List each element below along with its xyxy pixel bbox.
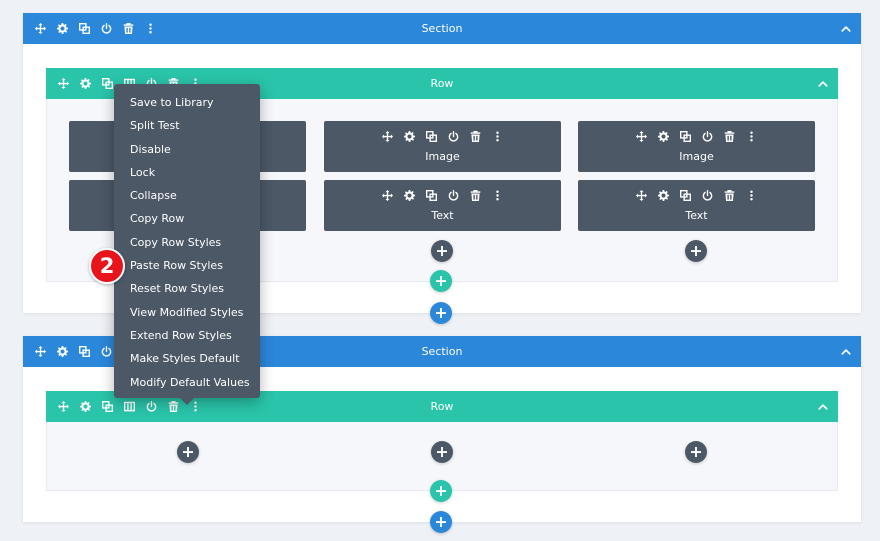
move-icon[interactable] bbox=[380, 188, 395, 203]
gear-icon[interactable] bbox=[656, 129, 671, 144]
trash-icon[interactable] bbox=[722, 188, 737, 203]
menu-pointer bbox=[180, 398, 194, 405]
step-badge: 2 bbox=[89, 248, 125, 284]
add-module-button[interactable] bbox=[685, 441, 707, 463]
move-icon[interactable] bbox=[634, 188, 649, 203]
add-row-button[interactable] bbox=[430, 270, 452, 292]
add-module-button[interactable] bbox=[685, 240, 707, 262]
plus-icon bbox=[436, 308, 446, 318]
module-toolbar bbox=[578, 188, 815, 203]
plus-icon bbox=[436, 276, 446, 286]
section-title: Section bbox=[421, 345, 463, 358]
menu-item-copy-row[interactable]: Copy Row bbox=[130, 212, 185, 226]
menu-item-lock[interactable]: Lock bbox=[130, 165, 156, 179]
duplicate-icon[interactable] bbox=[424, 129, 439, 144]
menu-item-extend-row-styles[interactable]: Extend Row Styles bbox=[130, 328, 232, 342]
gear-icon[interactable] bbox=[656, 188, 671, 203]
menu-item-disable[interactable]: Disable bbox=[130, 142, 171, 156]
row-context-menu: Save to Library Split Test Disable Lock … bbox=[114, 84, 260, 405]
trash-icon[interactable] bbox=[468, 188, 483, 203]
power-icon[interactable] bbox=[700, 188, 715, 203]
chevron-up-icon[interactable] bbox=[841, 336, 851, 367]
module-toolbar bbox=[324, 129, 561, 144]
power-icon[interactable] bbox=[446, 188, 461, 203]
chevron-up-icon[interactable] bbox=[818, 68, 828, 99]
add-module-button[interactable] bbox=[431, 441, 453, 463]
menu-item-modify-default-values[interactable]: Modify Default Values bbox=[130, 375, 250, 389]
module-toolbar bbox=[578, 129, 815, 144]
module-image[interactable]: Image bbox=[578, 121, 815, 172]
add-row-button[interactable] bbox=[430, 480, 452, 502]
menu-item-view-modified-styles[interactable]: View Modified Styles bbox=[130, 305, 244, 319]
more-icon[interactable] bbox=[490, 188, 505, 203]
section-title: Section bbox=[421, 22, 463, 35]
plus-icon bbox=[691, 447, 701, 457]
more-icon[interactable] bbox=[744, 129, 759, 144]
gear-icon[interactable] bbox=[402, 188, 417, 203]
add-module-button[interactable] bbox=[431, 240, 453, 262]
add-module-button[interactable] bbox=[177, 441, 199, 463]
module-text[interactable]: Text bbox=[324, 180, 561, 231]
more-icon[interactable] bbox=[744, 188, 759, 203]
menu-item-paste-row-styles[interactable]: Paste Row Styles bbox=[130, 259, 223, 273]
module-label: Image bbox=[679, 150, 714, 163]
menu-item-make-styles-default[interactable]: Make Styles Default bbox=[130, 352, 240, 366]
move-icon[interactable] bbox=[634, 129, 649, 144]
menu-item-save-to-library[interactable]: Save to Library bbox=[130, 96, 214, 109]
module-label: Text bbox=[685, 209, 708, 222]
move-icon[interactable] bbox=[380, 129, 395, 144]
duplicate-icon[interactable] bbox=[678, 188, 693, 203]
module-label: Text bbox=[431, 209, 454, 222]
row-title: Row bbox=[430, 77, 454, 90]
section-header[interactable]: Section bbox=[23, 13, 861, 44]
menu-item-split-test[interactable]: Split Test bbox=[130, 119, 180, 133]
add-section-button[interactable] bbox=[430, 511, 452, 533]
gear-icon[interactable] bbox=[402, 129, 417, 144]
module-image[interactable]: Image bbox=[324, 121, 561, 172]
duplicate-icon[interactable] bbox=[678, 129, 693, 144]
plus-icon bbox=[436, 517, 446, 527]
trash-icon[interactable] bbox=[722, 129, 737, 144]
module-toolbar bbox=[324, 188, 561, 203]
power-icon[interactable] bbox=[446, 129, 461, 144]
module-label: Image bbox=[425, 150, 460, 163]
chevron-up-icon[interactable] bbox=[841, 13, 851, 44]
menu-item-reset-row-styles[interactable]: Reset Row Styles bbox=[130, 282, 224, 296]
duplicate-icon[interactable] bbox=[424, 188, 439, 203]
row-2: Row bbox=[46, 391, 838, 491]
module-text[interactable]: Text bbox=[578, 180, 815, 231]
plus-icon bbox=[436, 486, 446, 496]
plus-icon bbox=[437, 447, 447, 457]
menu-item-collapse[interactable]: Collapse bbox=[130, 189, 177, 203]
row-title: Row bbox=[430, 400, 454, 413]
power-icon[interactable] bbox=[700, 129, 715, 144]
plus-icon bbox=[691, 246, 701, 256]
trash-icon[interactable] bbox=[468, 129, 483, 144]
menu-item-copy-row-styles[interactable]: Copy Row Styles bbox=[130, 235, 222, 249]
plus-icon bbox=[437, 246, 447, 256]
chevron-up-icon[interactable] bbox=[818, 391, 828, 422]
plus-icon bbox=[183, 447, 193, 457]
more-icon[interactable] bbox=[490, 129, 505, 144]
add-section-button[interactable] bbox=[430, 302, 452, 324]
